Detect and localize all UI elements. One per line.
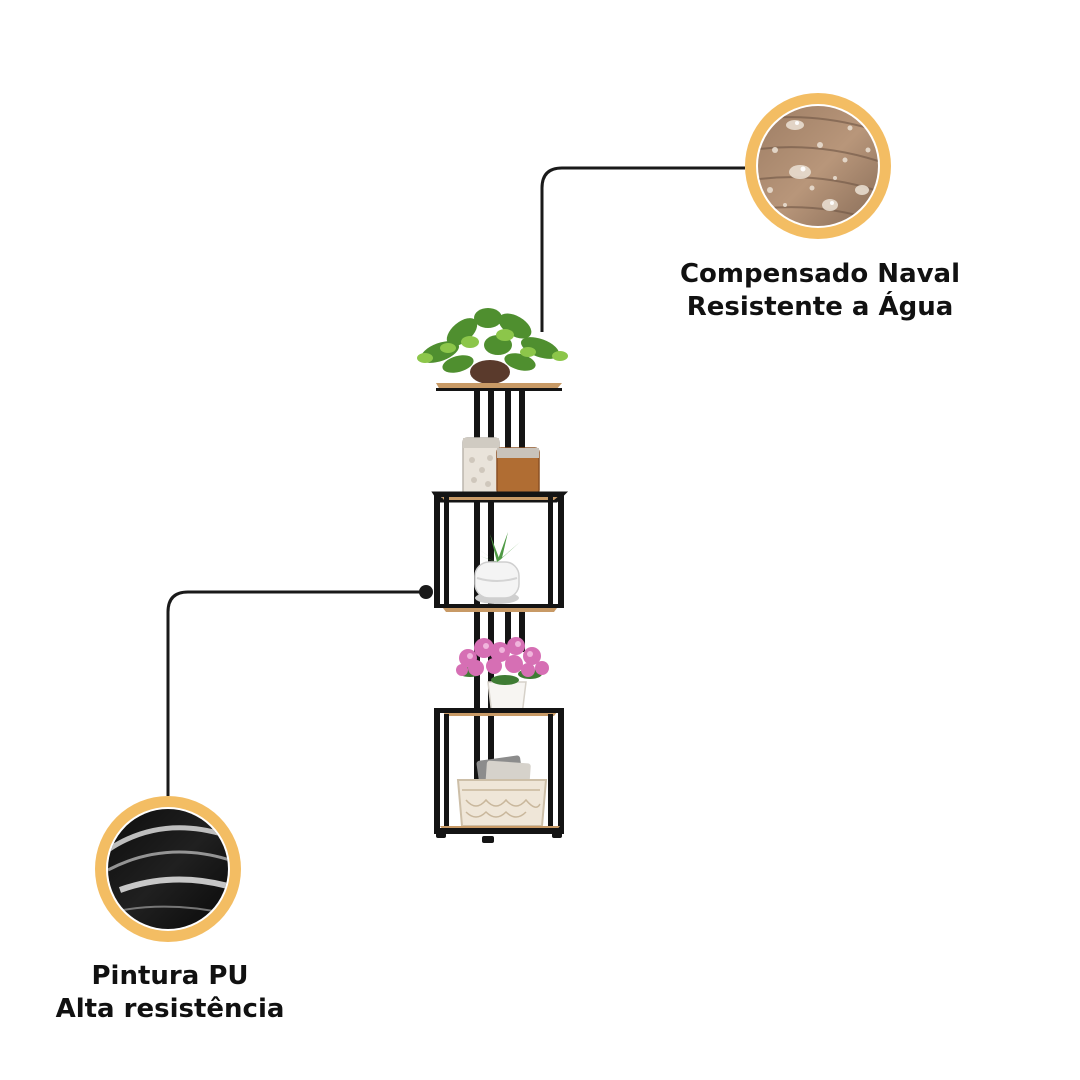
caption-paint-line1: Pintura PU [91,961,249,991]
leader-dot [419,585,433,599]
flower-pot-icon [456,637,549,716]
jar-icon [462,437,540,497]
corner-plant-shelf-icon [417,308,569,843]
caption-plywood: Compensado Naval Resistente a Água [640,258,1000,324]
glossy-black-paint-icon [95,796,241,942]
wood-water-droplets-icon [745,93,891,239]
plant-icon [417,308,568,384]
leader-line-top [540,166,745,332]
caption-plywood-line2: Resistente a Água [686,292,954,322]
caption-paint: Pintura PU Alta resistência [30,960,310,1026]
basket-icon [456,755,548,827]
succulent-icon [474,532,520,604]
caption-paint-line2: Alta resistência [55,994,285,1024]
leader-line-bottom [166,590,426,796]
caption-plywood-line1: Compensado Naval [679,259,961,289]
